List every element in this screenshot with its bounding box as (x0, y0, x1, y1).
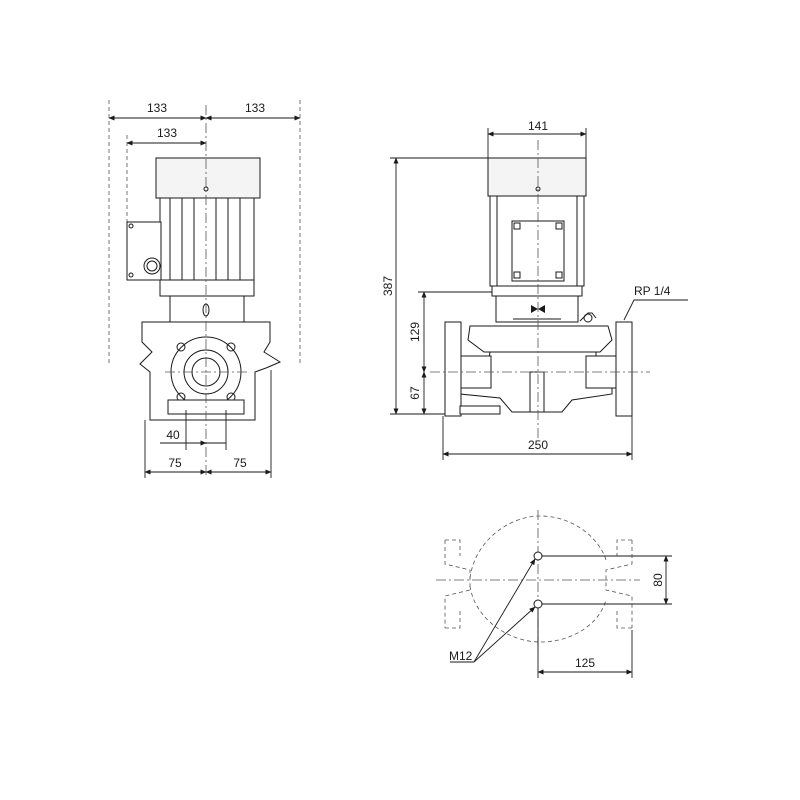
dim-front-port: 40 (166, 428, 180, 442)
dim-front-top-right: 133 (245, 101, 265, 115)
dim-base-bolt-spacing: 80 (651, 573, 665, 587)
callout-bolt-thread: M12 (449, 649, 473, 663)
side-motor-housing (487, 157, 587, 197)
callout-vent-plug: RP 1/4 (634, 284, 671, 298)
terminal-box (126, 221, 162, 281)
side-pump-body (467, 325, 613, 353)
dim-front-top-inner: 133 (157, 126, 177, 140)
dim-front-bottom-left: 75 (168, 456, 182, 470)
side-flange-left (444, 321, 462, 417)
side-view: 141 387 129 67 250 RP 1/4 (381, 119, 688, 460)
base-view: 80 125 M12 (436, 510, 672, 678)
front-view: 133 133 133 40 75 75 (108, 100, 301, 478)
dim-side-total-height: 387 (381, 276, 395, 296)
dim-side-base-to-port: 67 (408, 386, 422, 400)
dim-front-bottom-right: 75 (233, 456, 247, 470)
bolt-hole-bottom (533, 599, 543, 609)
dim-side-flange-length: 250 (528, 438, 548, 452)
side-flange-right (615, 321, 633, 417)
bolt-hole-top (533, 551, 543, 561)
motor-housing (155, 157, 261, 199)
dim-side-motor-width: 141 (528, 119, 548, 133)
dim-side-flange-to-port: 129 (408, 322, 422, 342)
dim-base-bolt-offset: 125 (575, 656, 595, 670)
dim-front-top-left: 133 (147, 101, 167, 115)
